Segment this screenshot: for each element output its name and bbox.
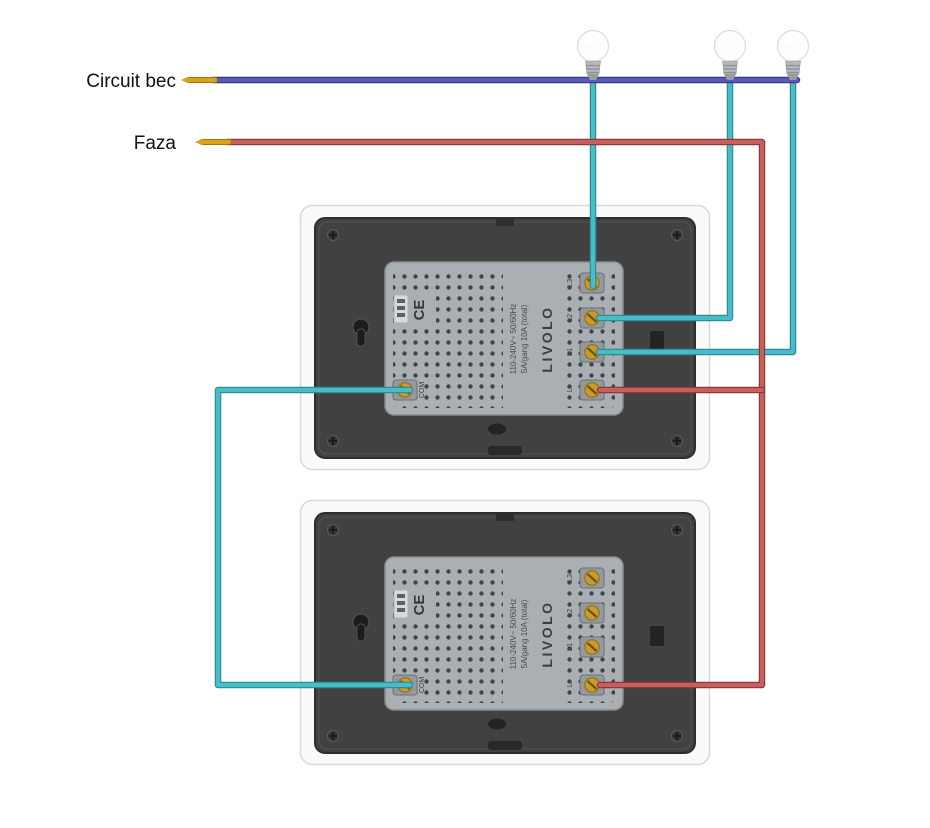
switch-1 bbox=[299, 204, 711, 471]
copper-tip-neutral bbox=[181, 76, 218, 84]
copper-tip-live bbox=[195, 138, 232, 146]
live-wires bbox=[223, 138, 766, 689]
wire-faza-main bbox=[225, 140, 764, 687]
bulb-2 bbox=[713, 29, 747, 81]
faza-label: Faza bbox=[134, 133, 177, 154]
tip-point bbox=[195, 138, 203, 146]
circuit-bec-label: Circuit bec bbox=[86, 71, 176, 92]
bulb-1 bbox=[576, 29, 610, 81]
switched-wires bbox=[214, 80, 797, 689]
tip-point bbox=[181, 76, 189, 84]
wire-com-link bbox=[216, 388, 412, 687]
bulb-3 bbox=[776, 29, 810, 81]
switch-2 bbox=[299, 499, 711, 766]
wire-bulb2-to-l2 bbox=[597, 82, 732, 320]
wire-bulb3-to-l1 bbox=[597, 82, 795, 354]
